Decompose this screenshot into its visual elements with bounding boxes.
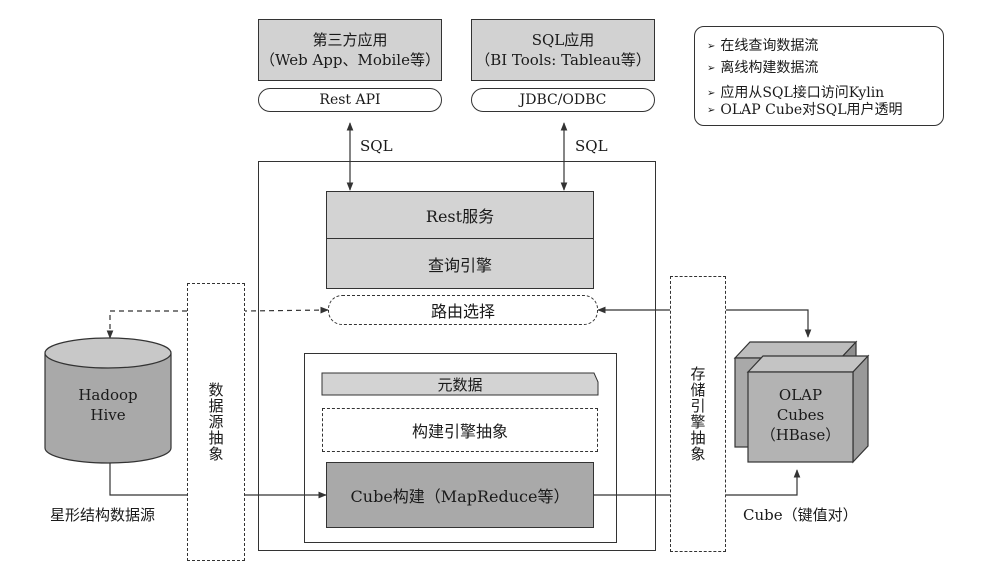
metadata-label: 元数据 <box>437 375 483 394</box>
build-inner-frame <box>304 353 617 543</box>
third-party-app-title: 第三方应用 <box>312 31 388 49</box>
rest-service-box: Rest服务 <box>326 191 594 239</box>
hive-line1: Hadoop <box>78 386 138 404</box>
olap-line3: （HBase） <box>760 426 841 444</box>
olap-line1: OLAP <box>778 386 823 404</box>
olap-line2: Cubes <box>776 406 825 424</box>
jdbc-odbc-pill: JDBC/ODBC <box>471 88 655 112</box>
kylin-core-frame <box>258 161 656 551</box>
olap-caption: Cube（键值对） <box>743 506 858 524</box>
build-engine-abstraction-box: 构建引擎抽象 <box>322 408 598 452</box>
third-party-app-box: 第三方应用 （Web App、Mobile等） <box>258 19 442 81</box>
data-source-abstraction-label: 数据源抽象 <box>206 382 225 462</box>
hive-line2: Hive <box>90 406 126 424</box>
query-engine-box: 查询引擎 <box>326 239 594 289</box>
bullet-icon: ➢ <box>707 88 716 99</box>
hive-caption: 星形结构数据源 <box>50 506 156 524</box>
cube-build-box: Cube构建（MapReduce等） <box>326 462 594 528</box>
bullet-icon: ➢ <box>707 63 716 74</box>
legend-note-olap-label: OLAP Cube对SQL用户透明 <box>720 102 903 118</box>
rest-api-pill: Rest API <box>258 88 442 112</box>
third-party-app-subtitle: （Web App、Mobile等） <box>260 51 440 69</box>
olap-label: OLAP Cubes （HBase） <box>748 385 853 445</box>
bullet-icon: ➢ <box>707 41 716 52</box>
hive-to-cube-build-arrow <box>109 463 327 499</box>
routing-to-hive-arrow <box>106 310 187 339</box>
sql-app-subtitle: （BI Tools: Tableau等） <box>475 51 651 69</box>
hive-label: Hadoop Hive <box>45 385 171 425</box>
legend-online: ➢ 在线查询数据流 <box>707 38 818 56</box>
data-source-abstraction-box: 数据源抽象 <box>187 283 245 561</box>
sql-label-left: SQL <box>360 137 393 155</box>
storage-engine-abstraction-box: 存储引擎抽象 <box>670 276 726 552</box>
sql-app-box: SQL应用 （BI Tools: Tableau等） <box>471 19 655 81</box>
sql-label-right: SQL <box>575 137 608 155</box>
sql-app-title: SQL应用 <box>531 31 595 49</box>
routing-pill: 路由选择 <box>328 295 598 325</box>
bullet-icon: ➢ <box>707 105 716 116</box>
metadata-shape <box>321 372 599 396</box>
legend-note-olap: ➢ OLAP Cube对SQL用户透明 <box>707 102 903 120</box>
legend-offline-label: 离线构建数据流 <box>720 60 819 76</box>
routing-to-olap-arrow <box>597 306 812 338</box>
legend-note-sql-label: 应用从SQL接口访问Kylin <box>720 85 885 101</box>
olap-cubes <box>733 340 870 464</box>
legend-box: ➢ 在线查询数据流 ➢ 离线构建数据流 ➢ 应用从SQL接口访问Kylin ➢ OLAP… <box>694 26 944 126</box>
legend-note-sql: ➢ 应用从SQL接口访问Kylin <box>707 85 884 103</box>
legend-online-label: 在线查询数据流 <box>720 38 819 54</box>
cube-build-to-olap-arrow <box>594 469 801 496</box>
storage-engine-abstraction-label: 存储引擎抽象 <box>688 366 707 462</box>
hive-cylinder <box>44 337 172 464</box>
legend-offline: ➢ 离线构建数据流 <box>707 60 818 78</box>
